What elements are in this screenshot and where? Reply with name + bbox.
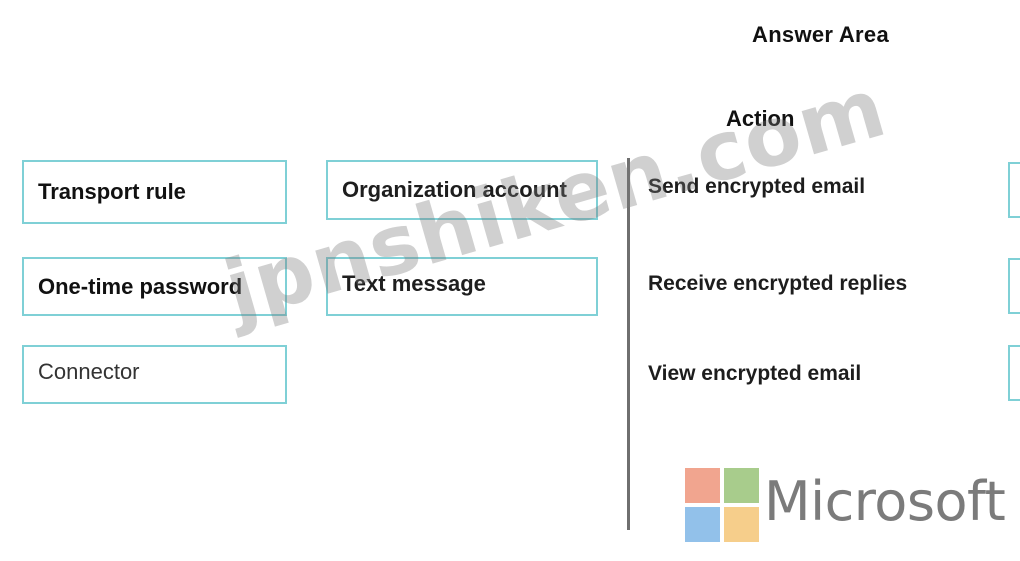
action-view-encrypted-email: View encrypted email — [648, 362, 862, 385]
option-one-time-password[interactable]: One-time password — [22, 257, 287, 316]
column-divider — [627, 158, 630, 530]
option-label: Organization account — [342, 177, 567, 202]
option-organization-account[interactable]: Organization account — [326, 160, 598, 220]
action-send-encrypted-email: Send encrypted email — [648, 175, 866, 198]
option-label: Text message — [342, 271, 486, 296]
option-text-message[interactable]: Text message — [326, 257, 598, 316]
answer-slot-view[interactable] — [1008, 345, 1020, 401]
option-label: One-time password — [38, 273, 243, 299]
option-label: Connector — [38, 359, 140, 384]
answer-slot-receive[interactable] — [1008, 258, 1020, 314]
microsoft-wordmark: Microsoft — [764, 470, 1006, 533]
option-label: Transport rule — [38, 179, 186, 204]
option-transport-rule[interactable]: Transport rule — [22, 160, 287, 224]
answer-slot-send[interactable] — [1008, 162, 1020, 218]
action-receive-encrypted-replies: Receive encrypted replies — [648, 272, 908, 295]
action-column-header: Action — [726, 106, 795, 131]
microsoft-logo-icon — [685, 468, 759, 542]
answer-area-title: Answer Area — [752, 22, 889, 47]
option-connector[interactable]: Connector — [22, 345, 287, 404]
